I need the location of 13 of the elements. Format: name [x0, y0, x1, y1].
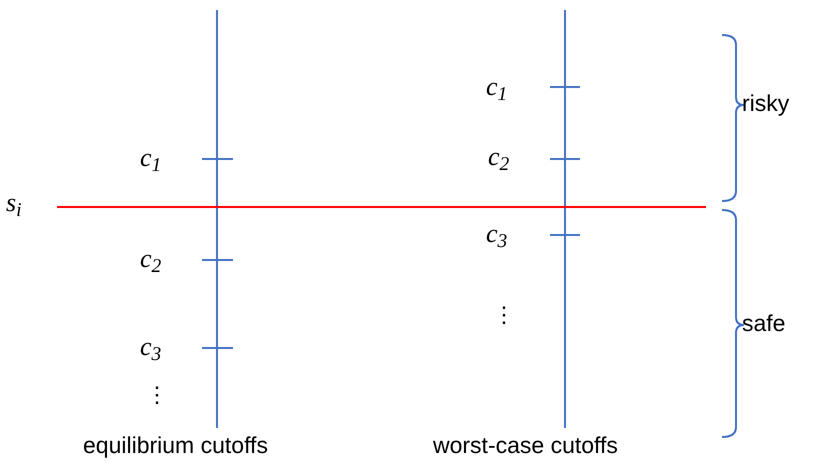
ellipsis: ⋮ [493, 304, 515, 326]
tick-label: c$_{2}$ [140, 246, 162, 272]
axis-label: worst-case cutoffs [433, 434, 618, 457]
tick-label: c$_{1}$ [486, 74, 508, 100]
bracket-label: risky [742, 92, 790, 115]
axis-label: equilibrium cutoffs [83, 434, 268, 457]
tick-label: c$_{2}$ [488, 144, 510, 170]
tick-label: c$_{3}$ [140, 334, 162, 360]
math-symbol: s$_{i}$ [6, 190, 22, 216]
bracket-label: safe [742, 312, 786, 335]
tick-label: c$_{3}$ [486, 221, 508, 247]
tick-label: c$_{1}$ [140, 145, 162, 171]
ellipsis: ⋮ [146, 384, 168, 406]
